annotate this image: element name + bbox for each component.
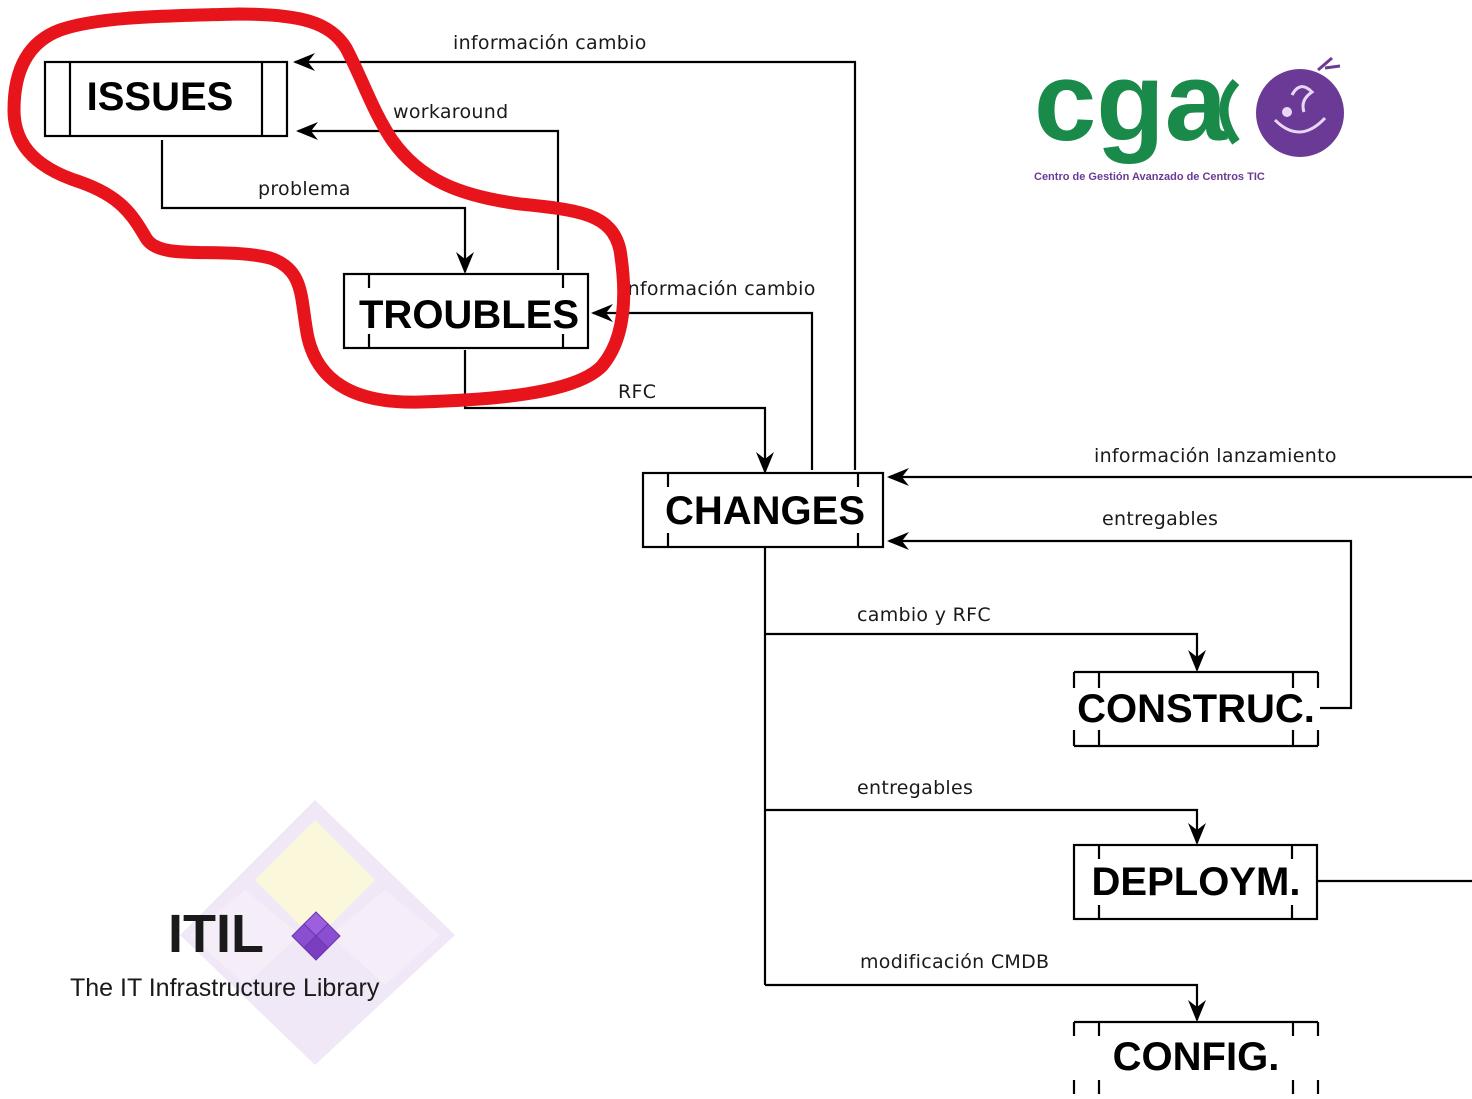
- edge-rfc: [463, 350, 774, 474]
- itil-diamond-icon: [291, 911, 341, 961]
- node-construc[interactable]: CONSTRUC.: [1072, 670, 1320, 748]
- node-changes[interactable]: CHANGES: [641, 471, 885, 549]
- edge-entregables-in: [887, 532, 1353, 710]
- node-issues-label: ISSUES: [87, 75, 234, 119]
- edge-modificacion-cmdb: [765, 983, 1206, 1022]
- label-cambio-rfc: cambio y RFC: [857, 604, 991, 626]
- node-config[interactable]: CONFIG.: [1072, 1020, 1320, 1096]
- edge-info-cambio-mid: [591, 304, 814, 470]
- node-troubles-label: TROUBLES: [359, 293, 579, 337]
- label-modificacion-cmdb: modificación CMDB: [860, 951, 1049, 973]
- node-deploym[interactable]: DEPLOYM.: [1072, 843, 1319, 921]
- node-changes-label: CHANGES: [665, 489, 865, 533]
- itil-tagline: The IT Infrastructure Library: [70, 974, 380, 1002]
- node-config-label: CONFIG.: [1113, 1035, 1280, 1079]
- itil-logo: ITIL The IT Infrastructure Library: [70, 800, 455, 1065]
- label-entregables-out: entregables: [857, 777, 973, 799]
- node-issues[interactable]: ISSUES: [43, 60, 289, 138]
- edge-entregables-out: [765, 808, 1206, 845]
- node-deploym-label: DEPLOYM.: [1092, 860, 1301, 904]
- itil-wordmark: ITIL: [168, 904, 264, 964]
- red-highlight-outline: [7, 7, 631, 409]
- cga-emblem-icon: [1256, 56, 1344, 157]
- cga-tagline: Centro de Gestión Avanzado de Centros TI…: [1034, 171, 1265, 183]
- label-problema: problema: [258, 178, 351, 200]
- cga-swoosh-icon: [1219, 78, 1240, 145]
- label-entregables-in: entregables: [1102, 508, 1218, 530]
- edge-cambio-rfc: [765, 632, 1206, 672]
- label-workaround: workaround: [393, 101, 508, 123]
- node-troubles[interactable]: TROUBLES: [342, 272, 590, 350]
- cga-wordmark: cga: [1034, 39, 1228, 164]
- edge-problema: [160, 140, 474, 274]
- label-info-lanzamiento: información lanzamiento: [1094, 445, 1337, 467]
- edge-info-cambio-top: [293, 53, 857, 470]
- cga-logo: cga Centro de Gestión Avanzado de Centro…: [1034, 39, 1344, 183]
- label-rfc: RFC: [618, 381, 656, 403]
- label-info-cambio-mid: información cambio: [622, 278, 816, 300]
- node-construc-label: CONSTRUC.: [1077, 687, 1315, 731]
- label-info-cambio-top: información cambio: [453, 32, 647, 54]
